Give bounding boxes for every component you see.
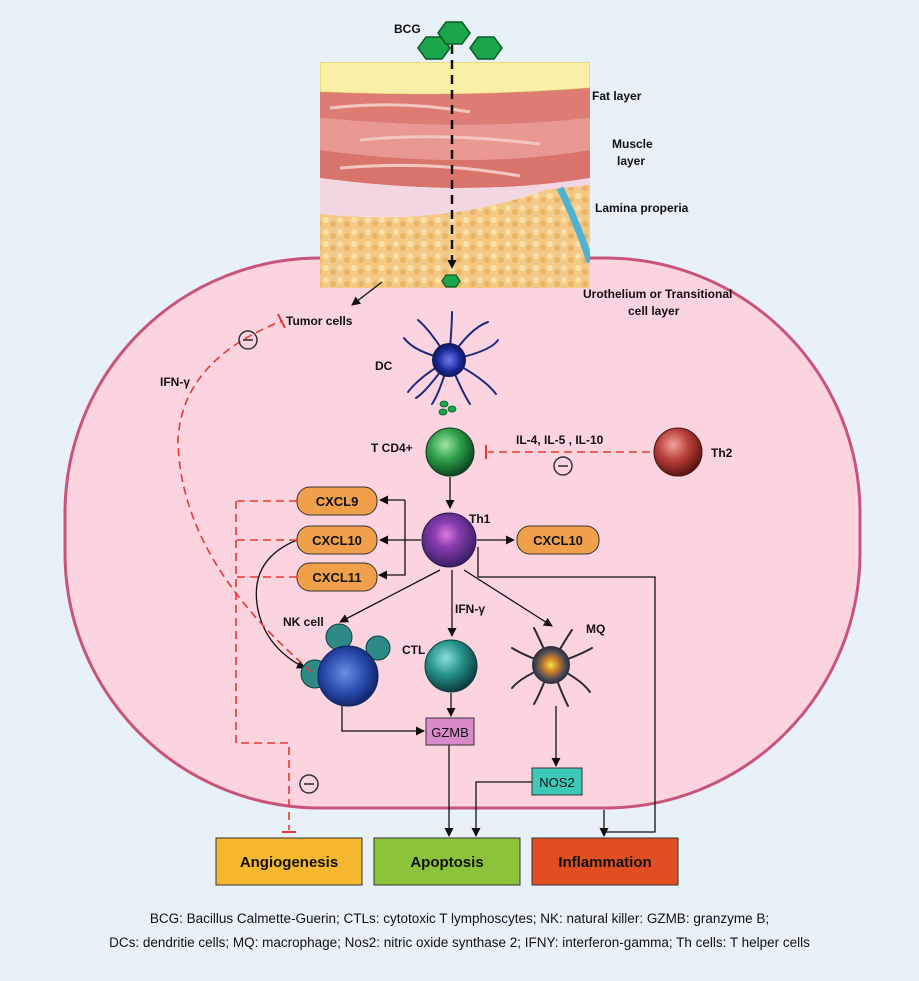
dc-label: DC [375, 359, 393, 373]
inhibit-symbol-tumor-icon [238, 330, 258, 350]
th2-cell [653, 427, 703, 477]
angiogenesis-label: Angiogenesis [240, 854, 338, 871]
cxcl10-left-label: CXCL10 [312, 533, 362, 548]
cxcl10-right-label: CXCL10 [533, 533, 583, 548]
nk-to-gzmb-arrow [341, 706, 425, 736]
cxcl11-label: CXCL11 [312, 570, 361, 585]
bcg-antigen-icon [438, 400, 457, 416]
nos2-box: NOS2 [531, 767, 583, 796]
cxcl10-to-nk-arrow [255, 539, 306, 669]
mq-label: MQ [586, 622, 605, 636]
cxcl10-right-box: CXCL10 [516, 525, 600, 555]
bladder-wall-tissue [320, 62, 590, 288]
inflammation-box: Inflammation [531, 837, 679, 886]
bcg-label: BCG [394, 22, 421, 36]
ifn-inhibition-curve [177, 320, 313, 673]
gzmb-box: GZMB [425, 717, 475, 746]
lamina-propria-label: Lamina properia [595, 201, 689, 215]
muscle-layer-label-1: Muscle [612, 137, 653, 151]
inhibit-symbol-th2-icon [553, 456, 573, 476]
th1-to-mq-arrow [463, 569, 553, 627]
th2-label: Th2 [711, 446, 733, 460]
nk-cell-label: NK cell [283, 615, 324, 629]
gzmb-label: GZMB [431, 725, 469, 740]
macrophage-cell [511, 627, 593, 707]
ctl-label: CTL [402, 643, 425, 657]
urothelium-label-1: Urothelium or Transitional [583, 287, 732, 301]
th1-to-inflammation-line [477, 547, 656, 833]
inflammation-label: Inflammation [558, 854, 651, 871]
chemokine-angiogenesis-inhibition [235, 500, 297, 830]
t-cd4-cell [425, 427, 475, 477]
apoptosis-box: Apoptosis [373, 837, 521, 886]
urothelium-label-2: cell layer [628, 304, 680, 318]
ifn-center-label: IFN-γ [455, 602, 485, 616]
th1-label: Th1 [469, 512, 491, 526]
cxcl10-left-box: CXCL10 [296, 525, 378, 555]
inhibit-symbol-angiogenesis-icon [299, 774, 319, 794]
nos2-label: NOS2 [539, 775, 574, 790]
apoptosis-label: Apoptosis [410, 854, 483, 871]
footnote-line-2: DCs: dendritie cells; MQ: macrophage; No… [109, 935, 810, 950]
fat-layer-label: Fat layer [592, 89, 642, 103]
tumor-arrow [351, 281, 383, 306]
bcg-bacteria [417, 21, 503, 60]
th1-to-nk-arrow [339, 569, 441, 623]
nk-cell [300, 623, 391, 707]
t-cd4-label: T CD4+ [371, 441, 413, 455]
cxcl11-box: CXCL11 [296, 562, 378, 592]
ifn-left-label: IFN-γ [160, 375, 190, 389]
nos2-to-apoptosis-arrow [471, 781, 532, 837]
muscle-layer-label-2: layer [617, 154, 645, 168]
angiogenesis-box: Angiogenesis [215, 837, 363, 886]
footnote-line-1: BCG: Bacillus Calmette-Guerin; CTLs: cyt… [149, 911, 770, 926]
il-cytokines-label: IL-4, IL-5 , IL-10 [516, 433, 604, 447]
cxcl9-label: CXCL9 [316, 494, 359, 509]
bcg-particle-icon [441, 274, 461, 288]
tumor-cells-label: Tumor cells [286, 314, 353, 328]
th1-chemokine-bracket [378, 495, 421, 580]
ifn-inhibition-bar [277, 313, 286, 329]
dendritic-cell [403, 311, 499, 405]
ctl-cell [424, 639, 478, 693]
th1-cell [421, 512, 477, 568]
cxcl9-box: CXCL9 [296, 486, 378, 516]
